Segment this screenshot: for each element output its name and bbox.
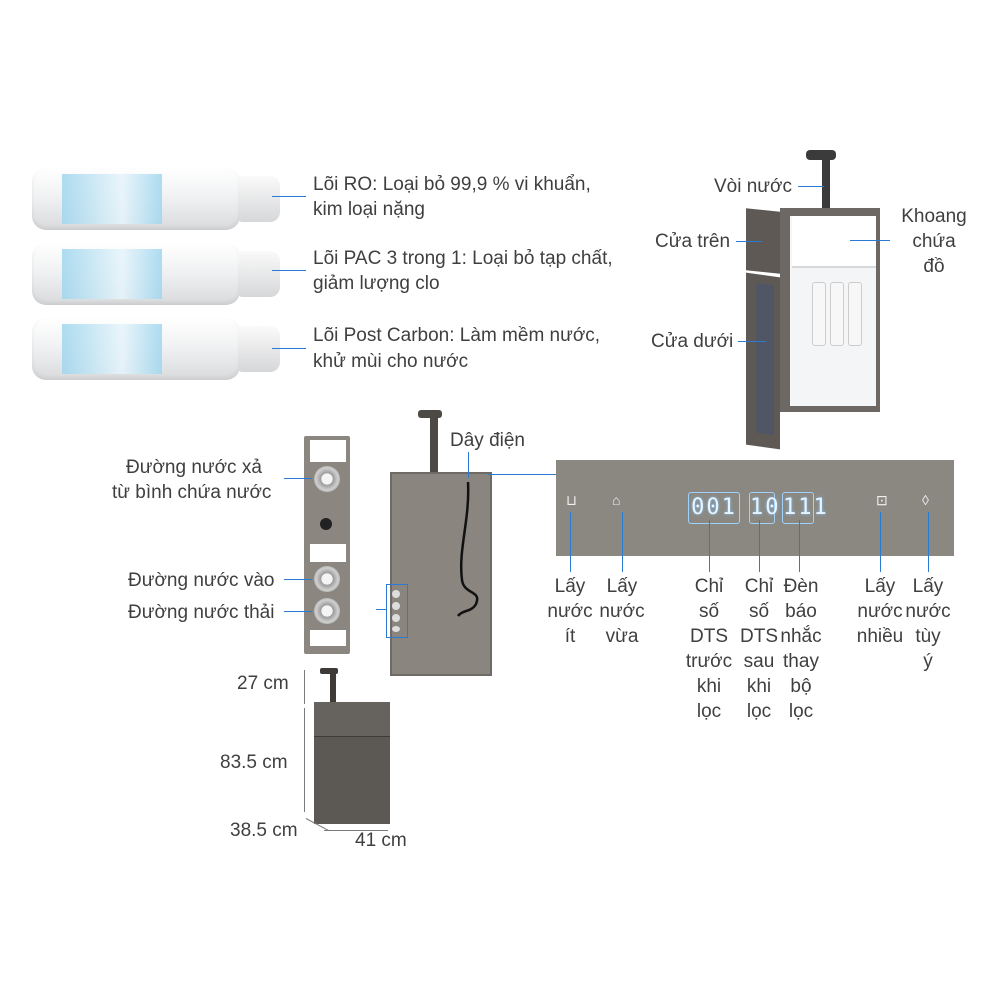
ro-cartridge-cap (238, 176, 280, 222)
post-carbon-filter-label: Lõi Post Carbon: Làm mềm nước, (313, 325, 601, 346)
ro-filter-desc: kim loại nặng (313, 199, 425, 220)
medium-bottle-icon[interactable]: ⌂ (612, 492, 621, 508)
faucet-dim-icon (330, 668, 336, 704)
post-carbon-filter-desc: khử mùi cho nước (313, 351, 469, 372)
inlet-label: Đường nước vào (128, 570, 275, 591)
power-cord-icon (456, 481, 479, 617)
outlet-port[interactable] (314, 598, 340, 624)
width-label: 41 cm (355, 830, 407, 851)
faucet-height-label: 27 cm (237, 673, 289, 694)
depth-label: 38.5 cm (230, 820, 298, 841)
pac-filter-desc: giảm lượng clo (313, 273, 440, 294)
ro-cartridge-image (32, 168, 240, 230)
pac-cartridge-cap (238, 251, 280, 297)
post-carbon-cartridge-cap (238, 326, 280, 372)
small-cup-icon[interactable]: ⊔ (566, 492, 577, 508)
ro-filter-label: Lõi RO: Loại bỏ 99,9 % vi khuẩn, (313, 174, 591, 195)
outlet-label: Đường nước thải (128, 602, 275, 623)
lower-door-label: Cửa dưới (651, 331, 734, 352)
inlet-port[interactable] (314, 566, 340, 592)
drain-line-label-2: từ bình chứa nước (112, 482, 272, 503)
dts-after-display: 10 (749, 492, 779, 524)
filter-reminder-display: 111 (782, 492, 827, 524)
power-cord-label: Dây điện (450, 430, 525, 451)
dts-before-display: 001 (688, 492, 740, 524)
large-jug-icon[interactable]: ⊡ (876, 492, 888, 508)
drain-port (314, 466, 340, 492)
upper-door-label: Cửa trên (655, 231, 731, 252)
faucet-icon (822, 152, 830, 212)
back-panel (390, 472, 492, 676)
custom-drop-icon[interactable]: ◊ (922, 492, 929, 508)
port-highlight-box (386, 584, 408, 638)
body-height-label: 83.5 cm (220, 752, 288, 773)
faucet-back (430, 412, 438, 474)
post-carbon-cartridge-image (32, 318, 240, 380)
faucet-label: Vòi nước (714, 176, 792, 197)
pac-filter-label: Lõi PAC 3 trong 1: Loại bỏ tạp chất, (313, 248, 613, 269)
storage-compartment (792, 216, 876, 268)
pac-cartridge-image (32, 243, 240, 305)
drain-line-label: Đường nước xả (126, 457, 262, 478)
